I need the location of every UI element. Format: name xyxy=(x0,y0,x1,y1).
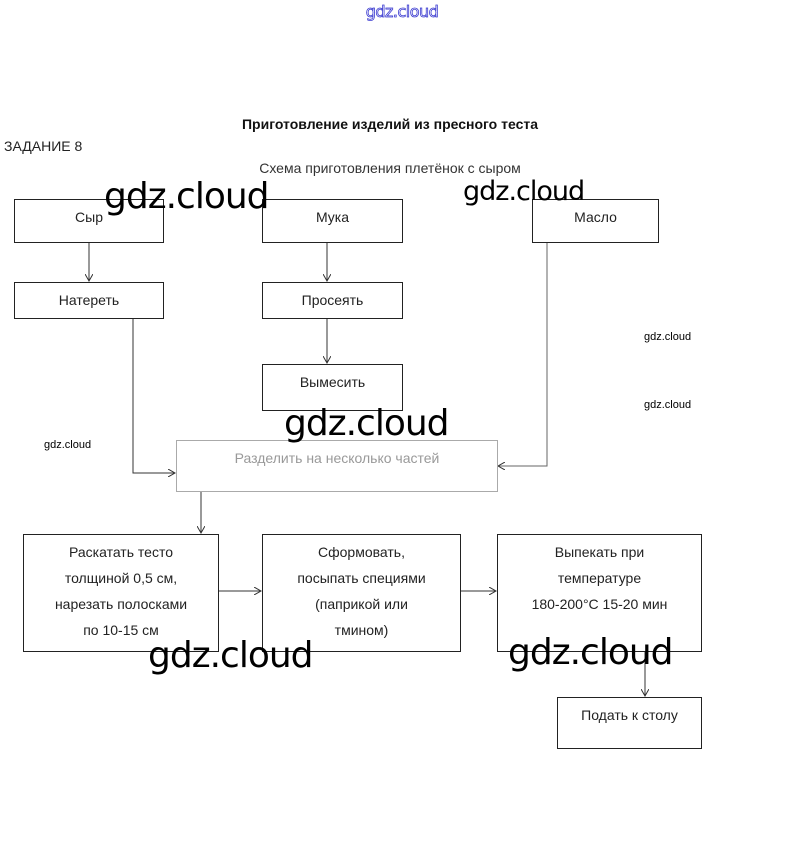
node-bake: Выпекать при температуре 180-200°С 15-20… xyxy=(497,534,702,652)
watermark-small: gdz.cloud xyxy=(644,399,692,411)
node-bake-line: температуре xyxy=(557,570,642,586)
node-flour-label: Мука xyxy=(315,209,350,225)
node-grate: Натереть xyxy=(14,282,164,319)
node-flour: Мука xyxy=(262,199,403,243)
node-shape-line: посыпать специями xyxy=(297,570,426,586)
node-butter-label: Масло xyxy=(574,209,617,225)
top-watermark: gdz.cloud xyxy=(365,2,439,22)
node-bake-line: Выпекать при xyxy=(554,544,645,560)
node-cheese: Сыр xyxy=(14,199,164,243)
watermark: gdz.cloud xyxy=(284,403,450,444)
node-shape-line: Сформовать, xyxy=(318,544,405,560)
task-label: ЗАДАНИЕ 8 xyxy=(4,138,83,154)
page-title: Приготовление изделий из пресного теста xyxy=(241,116,539,132)
node-sift-label: Просеять xyxy=(301,292,364,308)
node-butter: Масло xyxy=(532,199,659,243)
node-bake-line: 180-200°С 15-20 мин xyxy=(531,596,668,612)
watermark: gdz.cloud xyxy=(104,176,270,217)
node-roll-line: нарезать полосками xyxy=(54,596,188,612)
node-serve-label: Подать к столу xyxy=(581,707,678,723)
node-roll: Раскатать тесто толщиной 0,5 см, нарезат… xyxy=(23,534,219,652)
node-grate-label: Натереть xyxy=(58,292,120,308)
edge-butter-divide xyxy=(498,242,548,466)
watermark: gdz.cloud xyxy=(463,176,585,207)
watermark-small: gdz.cloud xyxy=(44,439,92,451)
node-shape-line: тмином) xyxy=(334,622,389,638)
node-roll-line: по 10-15 см xyxy=(83,622,159,638)
node-roll-line: Раскатать тесто xyxy=(69,544,173,560)
watermark: gdz.cloud xyxy=(148,635,314,676)
watermark: gdz.cloud xyxy=(508,632,674,673)
watermark-small: gdz.cloud xyxy=(644,331,692,343)
diagram-subtitle: Схема приготовления плетёнок с сыром xyxy=(259,160,521,176)
node-shape-line: (паприкой или xyxy=(315,596,408,612)
node-divide: Разделить на несколько частей xyxy=(176,440,498,492)
node-divide-label: Разделить на несколько частей xyxy=(234,450,440,466)
edge-grate-divide xyxy=(132,318,175,473)
node-knead: Вымесить xyxy=(262,364,403,411)
node-serve: Подать к столу xyxy=(557,697,702,749)
node-roll-line: толщиной 0,5 см, xyxy=(64,570,178,586)
node-knead-label: Вымесить xyxy=(299,374,366,390)
node-sift: Просеять xyxy=(262,282,403,319)
node-shape: Сформовать, посыпать специями (паприкой … xyxy=(262,534,461,652)
node-cheese-label: Сыр xyxy=(75,209,103,225)
